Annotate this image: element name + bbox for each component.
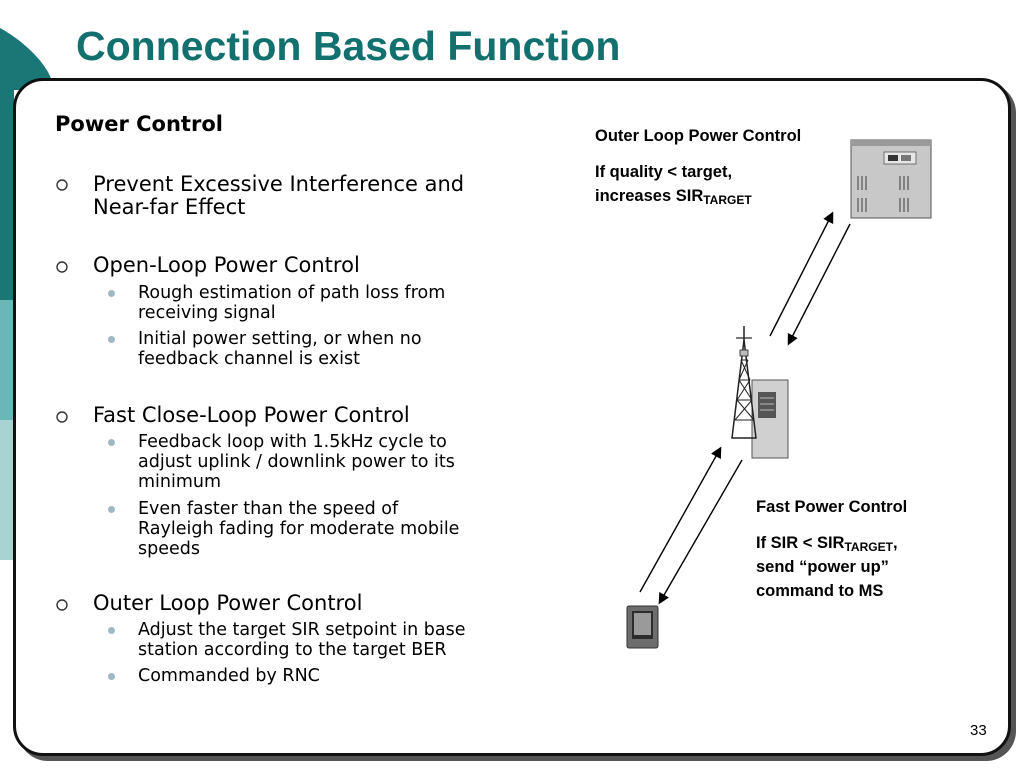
sub-bullet-item: Commanded by RNC bbox=[138, 666, 320, 686]
sub-bullet-dot bbox=[108, 336, 115, 343]
bullet-line: Outer Loop Power Control bbox=[93, 591, 363, 615]
bullet-circle-icon bbox=[56, 411, 68, 423]
sub-bullet-line: Rayleigh fading for moderate mobile bbox=[138, 519, 460, 539]
downlink-arrow-to-bs bbox=[787, 223, 851, 346]
bullet-circle-icon bbox=[56, 179, 68, 191]
content-panel bbox=[13, 78, 1011, 756]
sub-bullet-line: Rough estimation of path loss from bbox=[138, 283, 446, 303]
fast-power-title: Fast Power Control bbox=[756, 498, 908, 516]
sub-bullet-line: speeds bbox=[138, 539, 200, 559]
outer-loop-line2-subscript: TARGET bbox=[703, 193, 752, 207]
bullet-item: Prevent Excessive Interference and Near-… bbox=[93, 173, 464, 219]
sub-bullet-dot bbox=[108, 290, 115, 297]
sub-bullet-item: Rough estimation of path loss from recei… bbox=[138, 283, 445, 323]
bullet-circle-icon bbox=[56, 261, 68, 273]
bullet-item: Open-Loop Power Control bbox=[93, 254, 360, 277]
fast-power-line3: command to MS bbox=[756, 582, 884, 600]
section-heading: Power Control bbox=[55, 112, 223, 136]
rnc-server-icon bbox=[850, 139, 932, 219]
sub-bullet-line: receiving signal bbox=[138, 303, 276, 323]
outer-loop-line1: If quality < target, bbox=[595, 163, 733, 181]
downlink-arrow-to-ms bbox=[658, 459, 743, 605]
outer-loop-line2: increases SIRTARGET bbox=[595, 185, 752, 211]
bullet-line: Open-Loop Power Control bbox=[93, 253, 360, 277]
sub-bullet-line: feedback channel is exist bbox=[138, 349, 360, 369]
fast-power-line1-comma: , bbox=[892, 534, 898, 552]
fast-power-line1-text: If SIR < SIR bbox=[756, 534, 845, 552]
sub-bullet-line: Adjust the target SIR setpoint in base bbox=[138, 620, 466, 640]
uplink-arrow-to-bs bbox=[639, 446, 722, 593]
sub-bullet-line: station according to the target BER bbox=[138, 640, 447, 660]
uplink-arrow-to-rnc bbox=[769, 211, 834, 337]
fast-power-line2: send “power up” bbox=[756, 558, 889, 576]
bullet-item: Fast Close-Loop Power Control bbox=[93, 404, 410, 427]
outer-loop-line2-text: increases SIR bbox=[595, 187, 704, 205]
bullet-item: Outer Loop Power Control bbox=[93, 592, 362, 615]
sub-bullet-line: Even faster than the speed of bbox=[138, 499, 399, 519]
bullet-line: Near-far Effect bbox=[93, 195, 246, 219]
sub-bullet-line: minimum bbox=[138, 472, 222, 492]
sub-bullet-dot bbox=[108, 673, 115, 680]
sub-bullet-line: Feedback loop with 1.5kHz cycle to bbox=[138, 432, 447, 452]
fast-power-line1: If SIR < SIRTARGET, bbox=[756, 532, 898, 558]
sub-bullet-line: adjust uplink / downlink power to its bbox=[138, 452, 455, 472]
mobile-phone-icon bbox=[626, 605, 659, 649]
sub-bullet-line: Initial power setting, or when no bbox=[138, 329, 422, 349]
sub-bullet-item: Feedback loop with 1.5kHz cycle to adjus… bbox=[138, 432, 455, 492]
sub-bullet-item: Even faster than the speed of Rayleigh f… bbox=[138, 499, 459, 559]
bullet-line: Fast Close-Loop Power Control bbox=[93, 403, 410, 427]
fast-power-line1-subscript: TARGET bbox=[844, 540, 893, 554]
sub-bullet-dot bbox=[108, 439, 115, 446]
bullet-line: Prevent Excessive Interference and bbox=[93, 172, 465, 196]
sub-bullet-line: Commanded by RNC bbox=[138, 666, 320, 686]
sub-bullet-item: Initial power setting, or when no feedba… bbox=[138, 329, 422, 369]
slide-number: 33 bbox=[970, 722, 987, 739]
slide-title: Connection Based Function bbox=[76, 23, 621, 69]
sub-bullet-dot bbox=[108, 506, 115, 513]
base-station-tower-icon bbox=[731, 326, 789, 459]
sub-bullet-item: Adjust the target SIR setpoint in base s… bbox=[138, 620, 465, 660]
sub-bullet-dot bbox=[108, 627, 115, 634]
outer-loop-title: Outer Loop Power Control bbox=[595, 127, 802, 145]
bullet-circle-icon bbox=[56, 599, 68, 611]
